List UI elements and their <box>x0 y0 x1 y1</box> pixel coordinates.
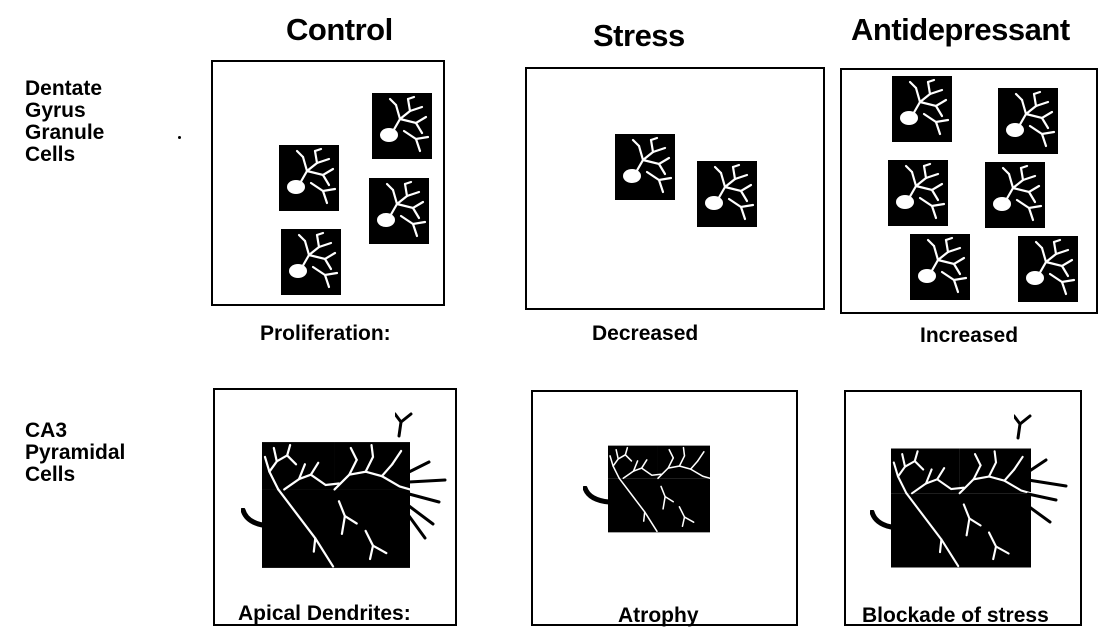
granule-cell-icon <box>985 162 1045 228</box>
axon-stub-icon <box>583 486 611 505</box>
granule-cell-icon <box>892 76 952 142</box>
pyramidal-neuron-icon <box>608 438 710 540</box>
panel-stress-dentate <box>525 67 825 310</box>
stray-dot <box>178 136 181 139</box>
pyramidal-neuron-icon <box>891 438 1031 578</box>
panel-antidepressant-dentate <box>840 68 1098 314</box>
axon-stub-icon <box>870 510 900 531</box>
pyramidal-neuron-icon <box>262 434 410 576</box>
panel-stress-ca3 <box>531 390 798 626</box>
panel-control-ca3 <box>213 388 457 626</box>
row-label-line: Cells <box>25 143 76 166</box>
granule-cell-icon <box>998 88 1058 154</box>
panel-antidepressant-ca3 <box>844 390 1082 626</box>
row-label-line: Dentate <box>25 77 103 100</box>
granule-cell-icon <box>697 161 757 227</box>
dendrite-overflow-icon <box>1014 414 1068 524</box>
granule-cell-icon <box>372 93 432 159</box>
granule-cell-icon <box>1018 236 1078 302</box>
caption-proliferation: Proliferation: <box>260 322 391 345</box>
row-label-line: CA3 <box>25 419 68 442</box>
granule-cell-icon <box>281 229 341 295</box>
row-label-line: Cells <box>25 463 76 486</box>
axon-stub-icon <box>241 508 271 529</box>
row-label-dentate-gyrus: Dentate Gyrus Granule Cells <box>25 78 104 166</box>
header-control: Control <box>286 12 393 47</box>
granule-cell-icon <box>888 160 948 226</box>
caption-apical-dendrites: Apical Dendrites: <box>238 602 411 625</box>
dendrite-overflow-icon <box>395 412 447 540</box>
granule-cell-icon <box>615 134 675 200</box>
granule-cell-icon <box>369 178 429 244</box>
caption-decreased: Decreased <box>592 322 699 345</box>
caption-atrophy: Atrophy <box>618 604 699 627</box>
granule-cell-icon <box>279 145 339 211</box>
row-label-line: Granule <box>25 121 105 144</box>
panel-control-dentate <box>211 60 445 306</box>
caption-increased: Increased <box>920 324 1019 347</box>
row-label-line: Gyrus <box>25 99 86 122</box>
granule-cell-icon <box>910 234 970 300</box>
header-antidepressant: Antidepressant <box>851 12 1070 47</box>
row-label-ca3: CA3 Pyramidal Cells <box>25 420 125 486</box>
row-label-line: Pyramidal <box>25 441 126 464</box>
caption-blockade-of-stress: Blockade of stress <box>862 604 1049 627</box>
header-stress: Stress <box>593 18 685 53</box>
